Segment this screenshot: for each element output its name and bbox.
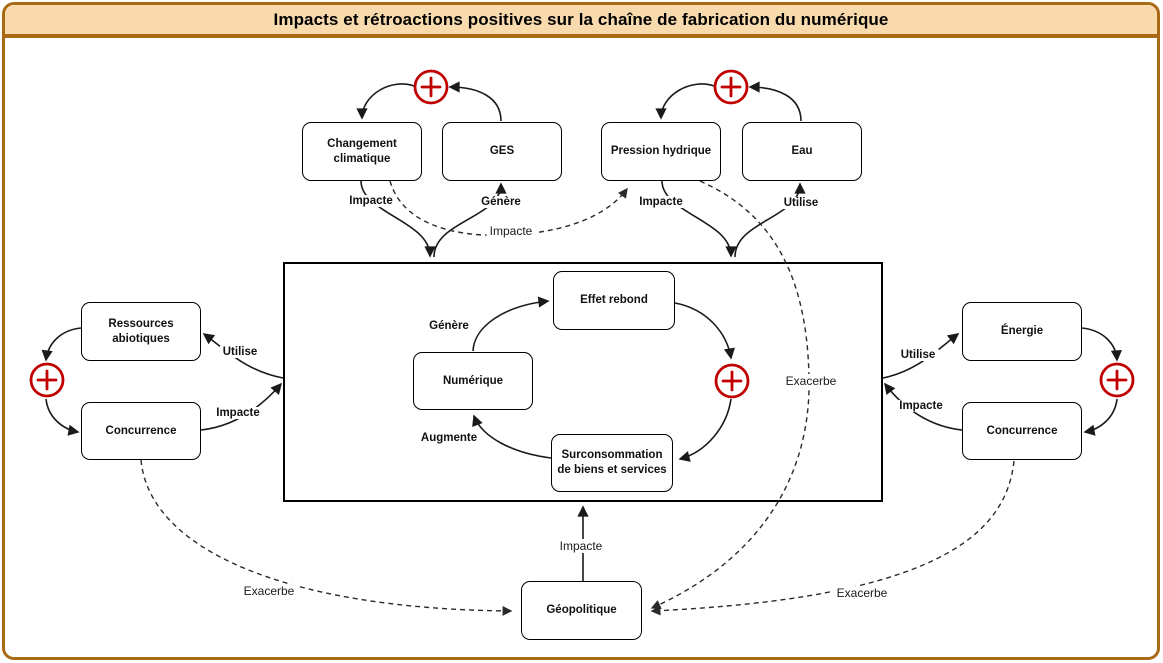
edge-genere-numerique-effet-rebond [472,296,550,352]
edge-effet-rebond-to-plus [674,302,736,360]
node-label-line: GES [489,145,515,158]
edge-label-exacerbe: Exacerbe [240,584,298,598]
node-label-line: Géopolitique [546,604,617,617]
node-changement-climatique: Changement climatique [302,122,422,181]
node-label-line: Pression hydrique [610,145,712,158]
edge-impacte-changement-box [360,180,436,258]
edge-ressources-to-plus [41,327,82,362]
node-concurrence-droite: Concurrence [962,402,1082,460]
edge-label-impacte: Impacte [213,407,263,419]
edge-exacerbe-dashed-pression-geopolitique [650,180,810,610]
node-label-line: Changement [327,137,397,150]
edge-plus-to-changement-climatique [356,83,415,120]
node-label-line: Numérique [442,374,504,387]
edge-genere-box-ges [433,182,507,258]
edge-plus-to-concurrence-droite [1083,398,1118,436]
edge-augmente-surconsommation-numerique [472,414,552,459]
node-geopolitique: Géopolitique [521,581,642,640]
node-ressources-abiotiques: Ressources abiotiques [81,302,201,361]
edge-label-utilise: Utilise [780,197,822,209]
plus-icon [29,362,65,398]
edge-label-utilise: Utilise [897,349,939,361]
plus-icon [713,69,749,105]
node-label-line: Eau [791,145,813,158]
diagram-title: Impacts et rétroactions positives sur la… [273,9,889,29]
node-effet-rebond: Effet rebond [553,271,675,330]
node-concurrence-gauche: Concurrence [81,402,201,460]
title-bar: Impacts et rétroactions positives sur la… [5,5,1157,38]
node-eau: Eau [742,122,862,181]
edge-exacerbe-dashed-concurrence-droite-geopolitique [650,460,1015,616]
edge-impacte-dashed-changement-pression [389,180,628,237]
node-energie: Énergie [962,302,1082,361]
edge-plus-to-surconsommation [678,398,732,462]
edge-label-impacte: Impacte [346,195,396,207]
edge-label-impacte-dashed: Impacte [486,224,536,238]
plus-icon [1099,362,1135,398]
edge-label-augmente: Augmente [417,432,481,444]
edge-energie-to-plus [1081,327,1123,362]
edge-impacte-concurrence-droite-box [884,382,963,431]
edge-plus-to-pression-hydrique [655,83,715,120]
node-label-line: abiotiques [112,332,170,345]
edge-plus-to-concurrence-gauche [45,398,80,436]
edge-label-genere: Génère [478,196,524,208]
edge-utilise-box-ressources [202,333,284,379]
node-surconsommation: Surconsommation de biens et services [551,434,673,492]
plus-icon [714,363,750,399]
plus-icon [413,69,449,105]
central-system-box [283,262,883,502]
node-numerique: Numérique [413,352,533,410]
node-label-line: Effet rebond [580,294,648,307]
node-label-line: Concurrence [986,424,1058,437]
edge-label-impacte: Impacte [636,196,686,208]
node-ges: GES [442,122,562,181]
edge-label-impacte: Impacte [896,400,946,412]
node-label-line: Ressources [108,317,174,330]
node-label-line: climatique [333,152,391,165]
node-label-line: Énergie [1000,325,1044,338]
edge-label-impacte: Impacte [556,539,606,553]
node-pression-hydrique: Pression hydrique [601,122,721,181]
node-label-line: Surconsommation [561,449,663,462]
edge-exacerbe-dashed-concurrence-gauche-geopolitique [140,459,513,616]
edge-label-utilise: Utilise [219,346,261,358]
node-label-line: de biens et services [557,464,667,476]
edge-utilise-box-eau [734,182,806,258]
edge-impacte-pression-box [661,180,737,258]
edge-ges-to-plus [448,81,502,122]
edge-label-exacerbe: Exacerbe [833,586,891,600]
node-label-line: Concurrence [105,424,177,437]
edge-label-genere: Génère [426,320,472,332]
edge-eau-to-plus [748,81,802,122]
edge-label-exacerbe: Exacerbe [782,374,840,388]
